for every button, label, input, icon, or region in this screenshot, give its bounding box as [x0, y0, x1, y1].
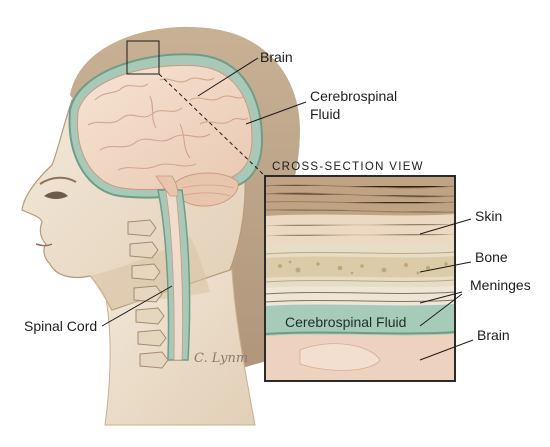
brain-folds: [87, 77, 249, 171]
label-brain: Brain: [260, 49, 293, 65]
inset-bone-spongy: [265, 256, 455, 278]
zoom-region-box: [126, 40, 160, 75]
zoom-projection-line: [158, 73, 266, 177]
leader-skin: [419, 218, 472, 235]
leader-meninges-2: [419, 293, 463, 327]
leader-csf: [245, 101, 307, 125]
inset-csf-layer: [265, 304, 455, 336]
label-csf-line2: Fluid: [310, 106, 340, 122]
leader-bone: [419, 261, 472, 273]
spinal-cord-shape: [165, 191, 183, 361]
cross-section-title: CROSS-SECTION VIEW: [272, 161, 424, 173]
inset-frame: [264, 175, 456, 382]
cross-section-inset: [265, 176, 455, 381]
eyebrow: [39, 176, 77, 185]
leader-meninges-1: [419, 291, 463, 304]
eye: [44, 191, 68, 199]
label-csf-inset: Cerebrospinal Fluid: [285, 314, 406, 330]
inset-meninges-layer: [265, 286, 455, 306]
mouth: [35, 243, 53, 247]
brainstem: [155, 175, 179, 197]
label-bone: Bone: [475, 249, 508, 265]
artist-signature: C. Lynm: [194, 351, 248, 366]
label-skin: Skin: [475, 208, 502, 224]
leader-brain-inset: [419, 339, 474, 361]
label-csf-line1: Cerebrospinal: [310, 88, 397, 104]
label-meninges: Meninges: [470, 277, 531, 293]
leader-spinal-cord: [101, 285, 173, 327]
vertebrae: [127, 219, 169, 369]
head-illustration: [21, 26, 300, 426]
brain: [77, 64, 253, 191]
label-spinal-cord: Spinal Cord: [24, 318, 97, 334]
leader-brain: [197, 57, 259, 97]
inset-skin-layer: [265, 214, 455, 246]
label-brain-inset: Brain: [477, 327, 510, 343]
